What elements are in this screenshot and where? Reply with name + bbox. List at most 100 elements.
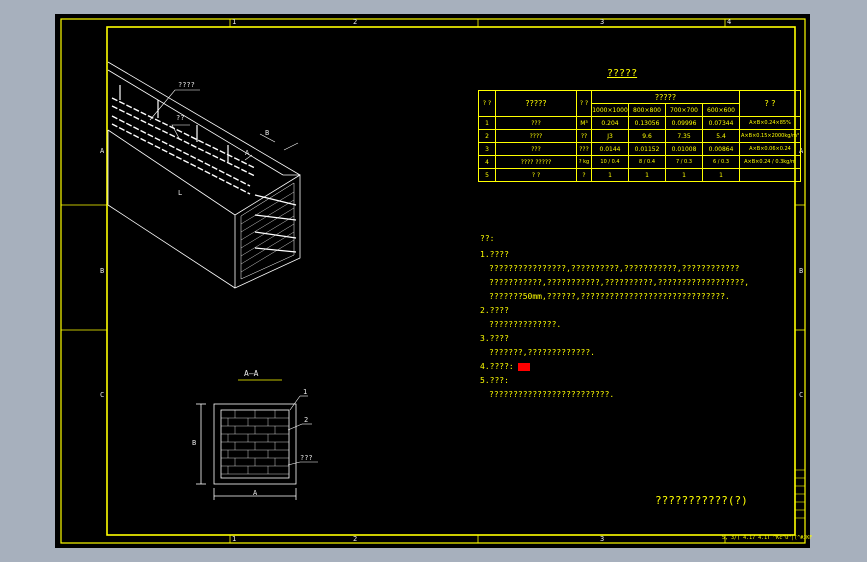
- iso-rebars: [111, 97, 256, 195]
- cell-val: 7 / 0.3: [665, 155, 703, 169]
- th-size-1: 1000×1000: [591, 103, 629, 117]
- cell-formula: A×B×0.24×85%: [739, 116, 801, 130]
- cell-formula: A×B×0.24 / 0.3kg/m: [739, 155, 801, 169]
- cell-val: 1: [628, 168, 666, 182]
- notes-line-5: ???????,?????????????.: [489, 348, 595, 357]
- cell-val: 6 / 0.3: [702, 155, 740, 169]
- title-block-text: 5, 3/( 4.17 4.1T ^Kc^U^|(^#JKF: [722, 535, 813, 541]
- table-row: 4 ???? ????? ? kg 10 / 0.4 8 / 0.4 7 / 0…: [478, 155, 801, 169]
- cell-val: 1: [591, 168, 629, 182]
- cell-no: 1: [478, 116, 496, 130]
- cell-formula: A×B×0.15×2000kg/m³: [739, 129, 801, 143]
- iso-leaders: [149, 89, 299, 161]
- notes-title: ??:: [480, 234, 495, 243]
- notes-heading-2: 2.????: [480, 306, 509, 315]
- section-a-a: [196, 379, 297, 500]
- frame-bottom-number-2: 2: [353, 535, 358, 543]
- notes-line-1: ????????????????,??????????,???????????,…: [489, 264, 740, 273]
- cell-name: ???? ?????: [495, 155, 577, 169]
- section-callout-3: ???: [300, 454, 313, 462]
- section-title: A—A: [244, 369, 259, 378]
- notes-heading-5: 5.???:: [480, 376, 509, 385]
- cell-val: 0.204: [591, 116, 629, 130]
- iso-dim-b: B: [265, 129, 270, 137]
- notes-line-6: ?????????????????????????.: [489, 390, 615, 399]
- cell-val: 1: [702, 168, 740, 182]
- notes-line-2: ???????????,???????????,??????????,?????…: [489, 278, 750, 287]
- section-leaders: [287, 395, 318, 466]
- frame-left-letter-a: A: [100, 147, 105, 155]
- zone-ticks: [61, 19, 805, 543]
- cell-unit: M³: [576, 116, 592, 130]
- cell-formula: [739, 168, 801, 182]
- table-title: ?????: [607, 68, 638, 79]
- cell-val: 0.09996: [665, 116, 703, 130]
- cell-name: ????: [495, 129, 577, 143]
- cell-no: 5: [478, 168, 496, 182]
- outer-border: [60, 18, 806, 544]
- cell-val: 0.07344: [702, 116, 740, 130]
- cell-unit: ??: [576, 129, 592, 143]
- iso-label-mid: ??: [176, 114, 185, 122]
- frame-right-letter-b: B: [799, 267, 804, 275]
- iso-label-top: ????: [178, 81, 195, 89]
- cell-val: J3: [591, 129, 629, 143]
- th-size-2: 800×800: [628, 103, 666, 117]
- frame-right-letter-a: A: [799, 147, 804, 155]
- cell-formula: A×B×0.06×0.24: [739, 142, 801, 156]
- th-formula: ? ?: [739, 90, 801, 117]
- table-row: 2 ???? ?? J3 9.6 7.35 5.4 A×B×0.15×2000k…: [478, 129, 801, 143]
- cell-val: 0.0144: [591, 142, 629, 156]
- iso-dim-a: A: [245, 149, 250, 157]
- frame-top-number-2: 2: [353, 18, 358, 26]
- iso-dim-length: L: [178, 189, 183, 197]
- cell-no: 4: [478, 155, 496, 169]
- section-dim-a: A: [253, 489, 258, 497]
- notes-line-3: ???????50mm,??????,?????????????????????…: [489, 292, 730, 301]
- cell-name: ???: [495, 142, 577, 156]
- notes-heading-4: 4.????:: [480, 362, 514, 371]
- cell-unit: ? kg: [576, 155, 592, 169]
- cell-val: 10 / 0.4: [591, 155, 629, 169]
- frame-right-letter-c: C: [799, 391, 804, 399]
- th-size-4: 600×600: [702, 103, 740, 117]
- cell-val: 5.4: [702, 129, 740, 143]
- iso-vertical-bars: [119, 85, 229, 162]
- frame-top-number-3: 3: [600, 18, 605, 26]
- cell-name: ? ?: [495, 168, 577, 182]
- cell-no: 2: [478, 129, 496, 143]
- cell-no: 3: [478, 142, 496, 156]
- notes-heading-3: 3.????: [480, 334, 509, 343]
- inner-border: [106, 26, 796, 536]
- iso-brick-hatch: [240, 191, 295, 273]
- th-no: ? ?: [478, 90, 496, 117]
- table-row: 1 ??? M³ 0.204 0.13056 0.09996 0.07344 A…: [478, 116, 801, 130]
- section-callout-2: 2: [304, 416, 309, 424]
- cell-val: 0.13056: [628, 116, 666, 130]
- cell-val: 9.6: [628, 129, 666, 143]
- cell-name: ???: [495, 116, 577, 130]
- table-row: 5 ? ? ? 1 1 1 1: [478, 168, 801, 182]
- note-red-marker: [518, 363, 530, 371]
- th-size-3: 700×700: [665, 103, 703, 117]
- cell-val: 7.35: [665, 129, 703, 143]
- frame-top-number-4: 4: [727, 18, 732, 26]
- notes-heading-1: 1.????: [480, 250, 509, 259]
- cell-val: 0.00864: [702, 142, 740, 156]
- frame-top-number-1: 1: [232, 18, 237, 26]
- section-callout-1: 1: [303, 388, 308, 396]
- frame-left-letter-b: B: [100, 267, 105, 275]
- th-group: ?????: [591, 90, 740, 104]
- drawing-title: ???????????(?): [655, 494, 748, 507]
- frame-left-letter-c: C: [100, 391, 105, 399]
- section-dim-b: B: [192, 439, 197, 447]
- th-unit: ? ?: [576, 90, 592, 117]
- cell-val: 1: [665, 168, 703, 182]
- cell-unit: ???: [576, 142, 592, 156]
- cell-unit: ?: [576, 168, 592, 182]
- th-name: ?????: [495, 90, 577, 117]
- cell-val: 0.01152: [628, 142, 666, 156]
- section-brick-pattern: [221, 410, 289, 475]
- table-row: 3 ??? ??? 0.0144 0.01152 0.01008 0.00864…: [478, 142, 801, 156]
- notes-line-4: ??????????????.: [489, 320, 562, 329]
